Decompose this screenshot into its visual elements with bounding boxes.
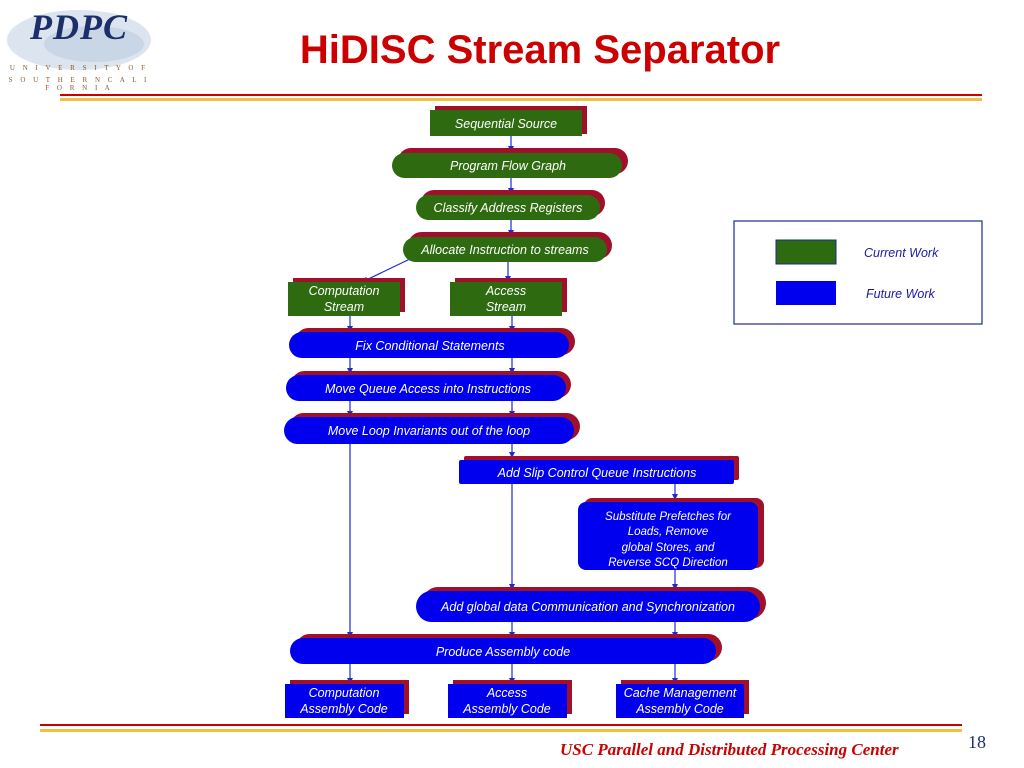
node-move-loop-invariants: Move Loop Invariants out of the loop: [284, 413, 580, 444]
node-add-global-data: Add global data Communication and Synchr…: [416, 587, 766, 622]
svg-text:Loads, Remove: Loads, Remove: [628, 526, 709, 538]
page-number: 18: [968, 732, 986, 752]
svg-text:Cache Management: Cache Management: [624, 686, 737, 700]
node-allocate-instruction: Allocate Instruction to streams: [403, 232, 612, 262]
logo-university-line: U N I V E R S I T Y O F: [9, 64, 149, 72]
svg-text:Allocate Instruction to stream: Allocate Instruction to streams: [420, 243, 588, 257]
svg-text:Computation: Computation: [309, 284, 380, 298]
node-cache-assembly: Cache Management Assembly Code: [616, 680, 749, 718]
svg-text:Sequential Source: Sequential Source: [455, 117, 557, 131]
node-computation-assembly: Computation Assembly Code: [285, 680, 409, 718]
node-sequential-source: Sequential Source: [430, 106, 587, 136]
svg-text:Assembly Code: Assembly Code: [299, 702, 388, 716]
svg-text:Fix Conditional Statements: Fix Conditional Statements: [355, 339, 504, 353]
svg-text:Access: Access: [486, 686, 527, 700]
svg-text:Stream: Stream: [486, 300, 526, 314]
svg-text:global Stores, and: global Stores, and: [622, 542, 715, 554]
node-substitute-prefetches: Substitute Prefetches for Loads, Remove …: [578, 498, 764, 570]
node-produce-assembly: Produce Assembly code: [290, 634, 722, 664]
node-fix-conditional-statements: Fix Conditional Statements: [289, 328, 575, 358]
node-computation-stream: Computation Stream: [288, 278, 405, 316]
node-classify-address-registers: Classify Address Registers: [416, 190, 605, 220]
node-move-queue-access: Move Queue Access into Instructions: [286, 371, 571, 401]
svg-text:Add Slip Control Queue Instruc: Add Slip Control Queue Instructions: [497, 466, 697, 480]
logo-swirl: [7, 10, 151, 70]
svg-text:Produce Assembly code: Produce Assembly code: [436, 645, 570, 659]
logo-california-line: S O U T H E R N C A L I F O R N I A: [8, 76, 150, 92]
svg-text:Assembly Code: Assembly Code: [635, 702, 724, 716]
node-access-assembly: Access Assembly Code: [448, 680, 572, 718]
svg-text:Reverse SCQ Direction: Reverse SCQ Direction: [608, 557, 728, 569]
legend-swatch-future: [776, 281, 836, 305]
svg-text:Classify Address Registers: Classify Address Registers: [434, 201, 583, 215]
svg-text:Access: Access: [485, 284, 526, 298]
logo-wordmark: PDPC: [30, 7, 128, 47]
legend-swatch-current: [775, 239, 837, 265]
node-access-stream: Access Stream: [450, 278, 567, 316]
svg-text:Assembly Code: Assembly Code: [462, 702, 551, 716]
node-program-flow-graph: Program Flow Graph: [392, 148, 628, 178]
footer-rule: [40, 724, 962, 732]
svg-text:Program Flow Graph: Program Flow Graph: [450, 159, 566, 173]
header-rule: [60, 94, 982, 101]
footer-text: USC Parallel and Distributed Processing …: [560, 740, 899, 759]
legend-future-work: Future Work: [866, 287, 936, 301]
slide-title: HiDISC Stream Separator: [299, 28, 781, 72]
svg-text:Add global data Communication: Add global data Communication and Synchr…: [440, 600, 735, 614]
pdpc-logo: PDPC U N I V E R S I T Y O F S O U T H E…: [4, 4, 154, 92]
svg-text:Move Loop Invariants out of th: Move Loop Invariants out of the loop: [328, 424, 530, 438]
node-add-slip-control: Add Slip Control Queue Instructions: [459, 456, 739, 484]
legend: Current Work Future Work: [733, 220, 983, 325]
svg-text:Computation: Computation: [309, 686, 380, 700]
svg-text:Stream: Stream: [324, 300, 364, 314]
legend-current-work: Current Work: [864, 246, 939, 260]
svg-text:Move Queue Access into Instruc: Move Queue Access into Instructions: [325, 382, 531, 396]
svg-text:Substitute Prefetches for: Substitute Prefetches for: [605, 511, 732, 523]
